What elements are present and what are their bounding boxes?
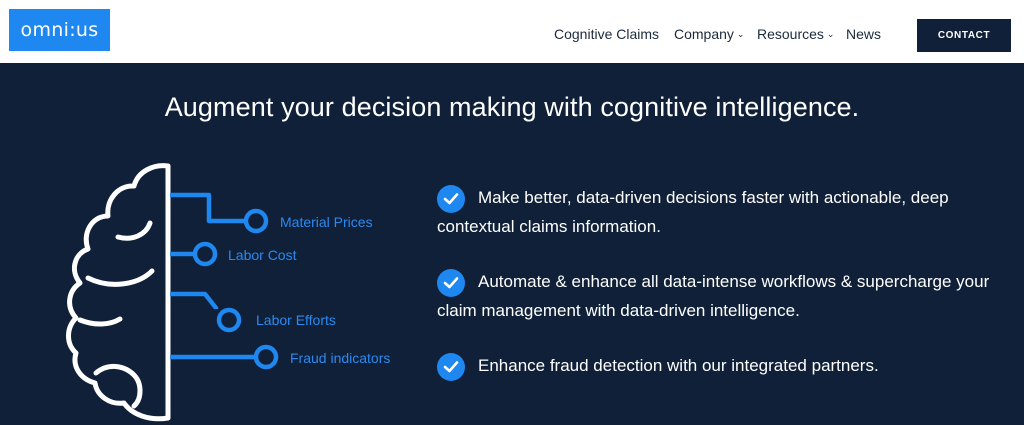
label-labor-cost: Labor Cost xyxy=(228,247,297,263)
brain-circuit-icon xyxy=(66,163,279,422)
check-circle-icon xyxy=(437,185,465,213)
label-material-prices: Material Prices xyxy=(280,214,373,230)
chevron-down-icon: ⌄ xyxy=(736,29,745,39)
feature-text: Make better, data-driven decisions faste… xyxy=(437,188,949,236)
nav-label: Resources xyxy=(757,26,824,42)
contact-button[interactable]: CONTACT xyxy=(917,19,1011,52)
nav-label: Cognitive Claims xyxy=(554,26,660,42)
nav-cognitive-claims[interactable]: Cognitive Claims xyxy=(554,26,659,42)
nav-label: News xyxy=(846,26,882,42)
feature-item: Automate & enhance all data-intense work… xyxy=(437,267,1017,325)
check-circle-icon xyxy=(437,353,465,381)
nav-news[interactable]: News xyxy=(846,26,881,42)
feature-text: Automate & enhance all data-intense work… xyxy=(437,272,990,320)
check-circle-icon xyxy=(437,269,465,297)
feature-text: Enhance fraud detection with our integra… xyxy=(478,356,879,375)
page-headline: Augment your decision making with cognit… xyxy=(164,92,860,122)
brain-circuit-illustration: Material Prices Labor Cost Labor Efforts… xyxy=(0,63,430,425)
feature-item: Enhance fraud detection with our integra… xyxy=(437,351,1017,381)
chevron-down-icon: ⌄ xyxy=(826,29,835,39)
nav-company[interactable]: Company⌄ xyxy=(674,26,744,42)
label-labor-efforts: Labor Efforts xyxy=(256,312,336,328)
label-fraud-indicators: Fraud indicators xyxy=(290,350,391,366)
nav-label: Company xyxy=(674,26,734,42)
hero-section: Augment your decision making with cognit… xyxy=(0,63,1024,425)
omnius-logo[interactable]: omni:us xyxy=(9,9,110,51)
nav-resources[interactable]: Resources⌄ xyxy=(757,26,834,42)
site-header: omni:us Cognitive Claims Company⌄ Resour… xyxy=(0,0,1024,63)
feature-item: Make better, data-driven decisions faste… xyxy=(437,183,1017,241)
